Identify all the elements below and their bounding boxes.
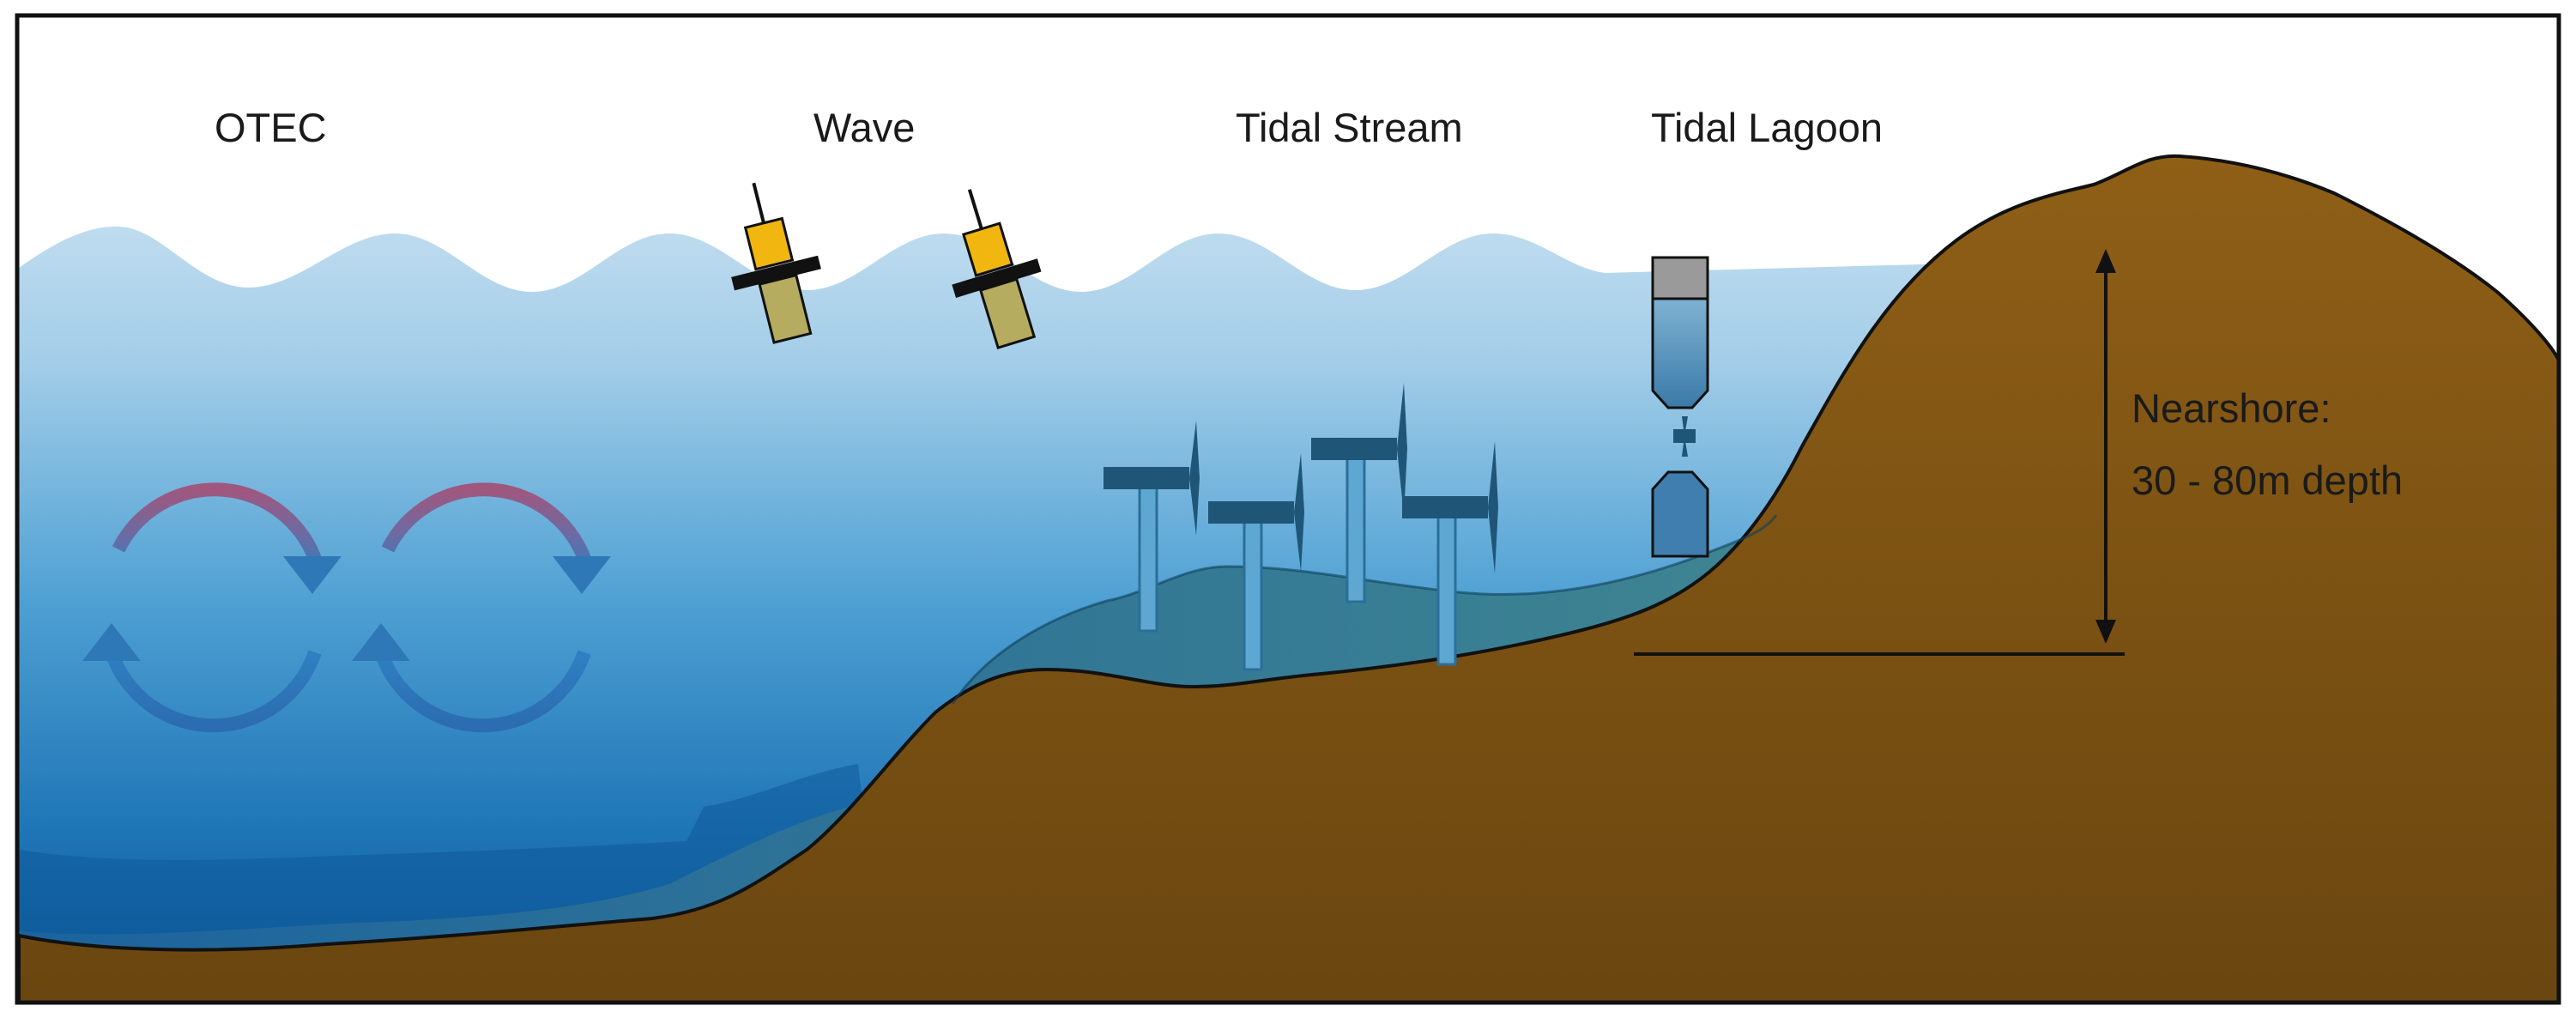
circulation-arrow-icon [374,650,591,733]
label-nearshore-depth: 30 - 80m depth [2132,457,2404,503]
label-wave: Wave [813,105,916,150]
otec-circulation-1 [82,482,342,733]
circulation-arrow-icon [112,482,324,569]
wave-buoy-icon [731,182,821,344]
circulation-arrow-icon [105,650,322,733]
tidal-turbine-icon [1402,441,1498,666]
arrowhead-down-icon [553,556,611,594]
diagram-frame [15,13,2561,1005]
tidal-turbine-icon [1104,421,1200,633]
arrowhead-up-icon [82,623,141,661]
lagoon-turbine-icon [1651,256,1709,558]
tidal-turbine-icon [1311,383,1407,603]
label-tidal-lagoon: Tidal Lagoon [1651,105,1884,150]
label-otec: OTEC [215,105,327,150]
otec-circulation-2 [352,482,611,733]
label-nearshore: Nearshore: [2132,385,2331,431]
arrowhead-down-icon [283,556,342,594]
nearshore-depth-indicator [1634,249,2125,656]
label-tidal-stream: Tidal Stream [1236,105,1463,150]
seabed-land [17,154,2561,1004]
arrowhead-up-icon [352,623,410,661]
tidal-turbine-icon [1208,453,1304,671]
wave-buoy-icon [952,189,1042,349]
circulation-arrow-icon [381,482,594,569]
